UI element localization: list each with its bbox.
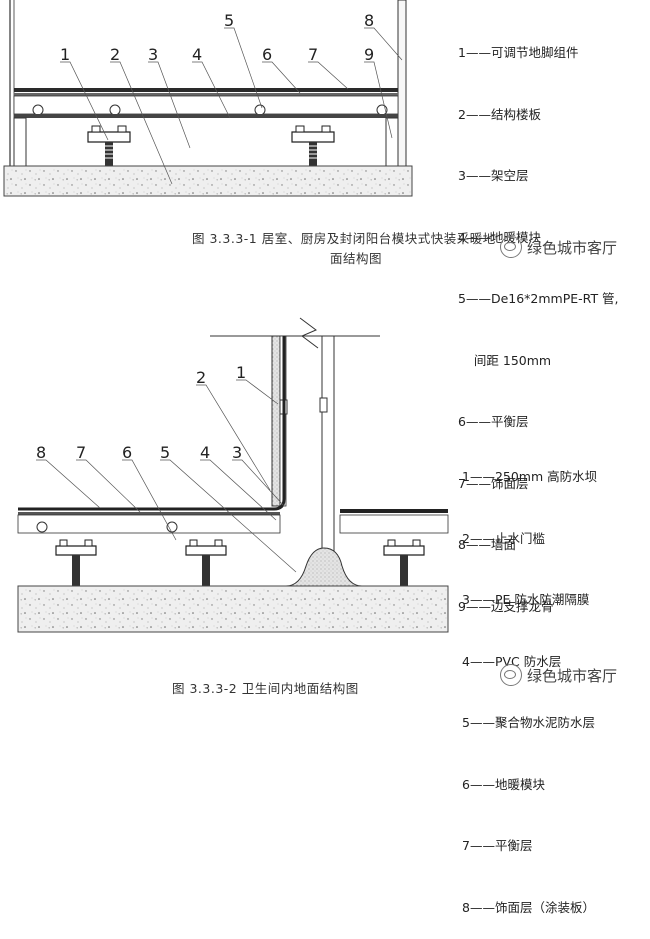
figure2-heating-module-right — [339, 514, 449, 534]
figure2-waterproof-dam — [271, 335, 281, 507]
legend-item: 3——架空层 — [458, 168, 529, 183]
figure2-callout: 1 — [236, 363, 246, 382]
figure2-caption: 图 3.3.3-2 卫生间内地面结构图 — [172, 681, 359, 696]
figure1-callout: 6 — [262, 45, 272, 64]
legend-item: 8——饰面层（涂装板） — [462, 899, 595, 915]
figure1-edge-support-right — [385, 117, 399, 167]
figure1-callouts: 1 2 3 4 5 6 7 8 9 — [60, 11, 374, 64]
wechat-icon — [500, 664, 522, 686]
figure1-caption-line1: 图 3.3.3-1 居室、厨房及封闭阳台模块式快装采暖地 — [192, 231, 496, 246]
figure2-callout: 5 — [160, 443, 170, 462]
figure2-adjustable-foot — [383, 539, 425, 586]
figure1-callout: 2 — [110, 45, 120, 64]
figure1-callout: 7 — [308, 45, 318, 64]
legend-item: 8——墙面 — [458, 537, 516, 552]
figure1-caption-line2: 面结构图 — [330, 251, 383, 266]
figure1-adjustable-foot — [87, 125, 131, 166]
construction-drawings: 1 2 3 4 5 6 7 8 9 — [3, 0, 449, 633]
figure2-balance-layer — [18, 512, 280, 515]
figure2-finish-layer-right — [340, 509, 448, 513]
legend-item: 2——止水门槛 — [462, 530, 545, 546]
figure1-pipes — [32, 104, 388, 116]
figure2-structural-slab — [17, 585, 449, 633]
figure2-leader-lines — [36, 379, 297, 573]
wechat-icon — [500, 236, 522, 258]
figure2-section: 1 2 3 4 5 6 7 8 — [17, 317, 449, 633]
figure2-break-mark — [299, 317, 319, 349]
figure1-callout: 5 — [224, 11, 234, 30]
legend-item: 2——结构楼板 — [458, 106, 541, 122]
figure2-heating-module — [17, 514, 281, 534]
figure1-legend: 1——可调节地脚组件 2——结构楼板 3——架空层 4——地暖模块 5——De1… — [458, 2, 619, 638]
legend-item: 7——饰面层 — [458, 475, 529, 491]
figure1-callout: 8 — [364, 11, 374, 30]
legend-item: 9——边支撑龙骨 — [458, 598, 554, 614]
legend-item: 3——PE 防水防潮隔膜 — [462, 592, 590, 607]
legend-item: 1——可调节地脚组件 — [458, 45, 579, 60]
figure2-adjustable-foot — [185, 539, 227, 586]
figure1-callout: 9 — [364, 45, 374, 64]
legend-item: 6——地暖模块 — [462, 776, 545, 792]
legend-item: 1——250mm 高防水坝 — [462, 469, 598, 484]
figure1-callout: 3 — [148, 45, 158, 64]
figure2-adjustable-foot — [55, 539, 97, 586]
figure1-leader-lines — [60, 27, 403, 185]
legend-item: 间距 150mm — [458, 352, 552, 368]
figure2-callout: 4 — [200, 443, 210, 462]
figure1-finish-layer — [14, 88, 398, 92]
figure2-door-clip — [319, 397, 328, 413]
figure1-balance-layer — [14, 93, 398, 96]
figure1-callout: 1 — [60, 45, 70, 64]
figure2-finish-layer — [18, 336, 286, 511]
figure2-callouts: 1 2 3 4 5 6 7 8 — [36, 363, 246, 462]
watermark: 绿色城市客厅 — [500, 664, 617, 686]
watermark-text: 绿色城市客厅 — [527, 238, 618, 257]
figure2-callout: 7 — [76, 443, 86, 462]
legend-item: 6——平衡层 — [458, 414, 529, 429]
figure1-right-wall — [397, 0, 407, 167]
figure2-callout: 3 — [232, 443, 242, 462]
legend-item: 5——De16*2mmPE-RT 管, — [458, 291, 619, 306]
figure1-module-base — [14, 114, 398, 118]
legend-item: 7——平衡层 — [462, 838, 533, 853]
figure1-heating-module — [13, 95, 399, 115]
figure2-callout: 2 — [196, 368, 206, 387]
watermark-text: 绿色城市客厅 — [527, 666, 618, 685]
figure1-adjustable-foot — [291, 125, 335, 166]
figure1-structural-slab — [3, 165, 413, 197]
figure1-edge-support-left — [13, 117, 27, 167]
legend-item: 5——聚合物水泥防水层 — [462, 715, 595, 730]
figure1-section: 1 2 3 4 5 6 7 8 9 — [3, 0, 413, 197]
figure2-callout: 8 — [36, 443, 46, 462]
figure2-callout: 6 — [122, 443, 132, 462]
figure2-water-stop-threshold — [285, 547, 363, 587]
figure1-callout: 4 — [192, 45, 202, 64]
watermark: 绿色城市客厅 — [500, 236, 617, 258]
